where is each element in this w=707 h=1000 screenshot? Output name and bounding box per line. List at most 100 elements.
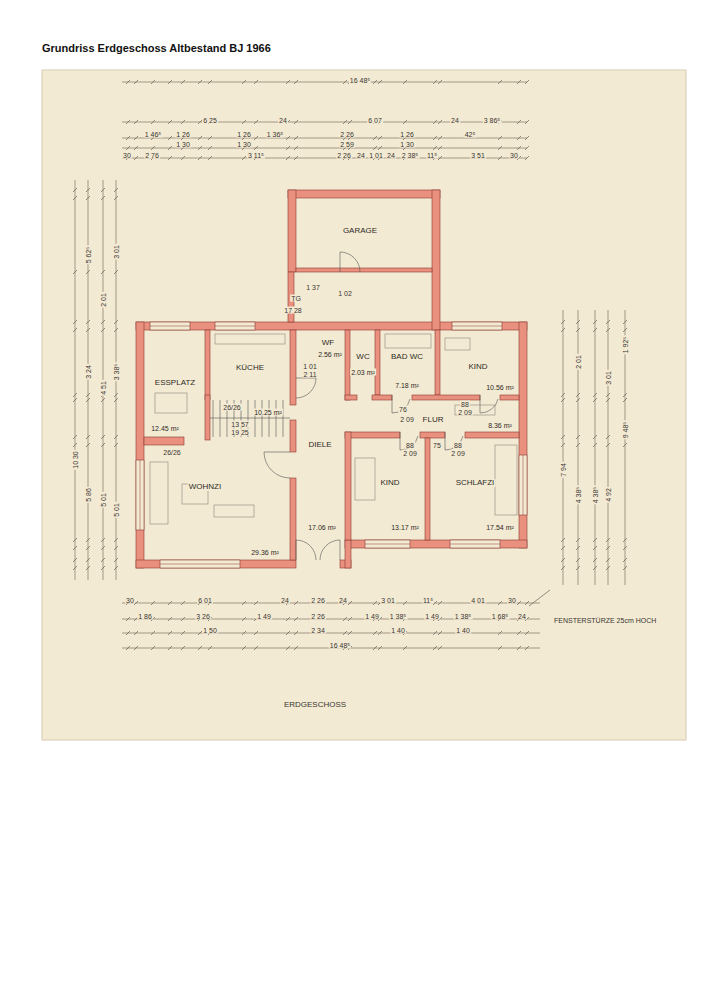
dimension-tick — [576, 538, 580, 542]
dimension-label: 2 26 — [310, 597, 326, 604]
dimension-line — [88, 180, 89, 580]
dimension-tick — [254, 646, 258, 650]
dimension-label: 2 34 — [310, 627, 326, 634]
dimension-tick — [623, 538, 627, 542]
room-name: KÜCHE — [235, 364, 265, 372]
wall — [465, 432, 519, 438]
door-swing — [392, 395, 410, 413]
dimension-tick — [576, 435, 580, 439]
dimension-tick — [576, 443, 580, 447]
room-area: 10.25 m² — [253, 409, 283, 416]
dimension-tick — [151, 601, 155, 605]
dimension-label: 1 46⁵ — [144, 131, 163, 138]
dimension-tick — [403, 80, 407, 84]
room-area: 29.36 m² — [250, 549, 280, 556]
dimension-label: 1 30 — [399, 141, 415, 148]
dimension-tick — [114, 566, 118, 570]
dimension-tick — [86, 328, 90, 332]
dimension-line — [563, 310, 564, 585]
dimension-label: 1 40 — [455, 627, 471, 634]
dimension-label: 30 — [125, 597, 135, 604]
dimension-tick — [593, 558, 597, 562]
dimension-tick — [576, 393, 580, 397]
dimension-label: 42⁵ — [464, 131, 477, 138]
wall — [420, 432, 445, 438]
dimension-label: 6 25 — [202, 117, 218, 124]
wall — [372, 395, 392, 400]
dimension-tick — [576, 566, 580, 570]
dimension-tick — [101, 196, 105, 200]
dimension-label: 24 — [356, 152, 366, 159]
wall — [288, 190, 440, 198]
room-box: ESSPLATZ12.45 m² — [144, 330, 205, 437]
dimension-tick — [623, 443, 627, 447]
furniture-outline — [385, 334, 431, 348]
dimension-label: 2 09 — [457, 409, 473, 416]
note-text: FENSTERSTÜRZE 25cm HOCH — [553, 617, 657, 624]
dimension-tick — [181, 631, 185, 635]
door-swing — [480, 395, 498, 413]
dimension-tick — [433, 646, 437, 650]
dimension-tick — [561, 393, 565, 397]
dimension-tick — [168, 617, 172, 621]
dimension-label: 24 — [450, 117, 460, 124]
dimension-tick — [378, 631, 382, 635]
dimension-label: 30 — [122, 152, 132, 159]
window-pane — [365, 544, 410, 545]
dimension-tick — [286, 136, 290, 140]
room-area: 8.36 m² — [487, 422, 513, 429]
dimension-tick — [181, 120, 185, 124]
dimension-tick — [73, 320, 77, 324]
dimension-tick — [86, 188, 90, 192]
dimension-tick — [294, 136, 298, 140]
page-title: Grundriss Erdgeschoss Altbestand BJ 1966 — [42, 42, 271, 54]
dimension-tick — [561, 546, 565, 550]
dimension-tick — [373, 146, 377, 150]
dimension-tick — [373, 631, 377, 635]
dimension-label: 24 — [280, 597, 290, 604]
dimension-label: 1 26 — [236, 131, 252, 138]
dimension-tick — [134, 80, 138, 84]
dimension-tick — [343, 120, 347, 124]
dimension-label: 3 38⁵ — [113, 363, 120, 382]
dimension-label: 1 38⁵ — [454, 613, 473, 620]
furniture-outline — [214, 505, 254, 517]
dimension-tick — [606, 566, 610, 570]
dimension-label: 2 09 — [450, 450, 466, 457]
dimension-label: 1 30 — [175, 141, 191, 148]
dimension-label: 75 — [432, 442, 442, 449]
dimension-tick — [438, 136, 442, 140]
dimension-label: 3 11⁵ — [247, 152, 265, 159]
dimension-label: 88 — [405, 442, 415, 449]
dimension-label: 1 01 — [368, 152, 384, 159]
dimension-label: 7 94 — [560, 462, 567, 478]
dimension-tick — [403, 120, 407, 124]
dimension-tick — [498, 146, 502, 150]
dimension-tick — [517, 646, 521, 650]
dimension-tick — [561, 566, 565, 570]
room-area: 2.56 m² — [317, 351, 343, 358]
dimension-tick — [623, 398, 627, 402]
dimension-tick — [498, 80, 502, 84]
dimension-tick — [86, 196, 90, 200]
wall — [205, 330, 210, 400]
wall — [290, 420, 296, 452]
room-box: KÜCHE 10.25 m² — [210, 330, 290, 437]
dimension-label: 24 — [338, 597, 348, 604]
dimension-tick — [181, 156, 185, 160]
dimension-tick — [623, 328, 627, 332]
dimension-label: 1 26 — [175, 131, 191, 138]
room-name: BAD WC — [390, 353, 424, 361]
dimension-tick — [198, 156, 202, 160]
dimension-tick — [517, 631, 521, 635]
dimension-tick — [134, 156, 138, 160]
furniture-outline — [155, 393, 187, 413]
dimension-tick — [517, 146, 521, 150]
dimension-tick — [198, 136, 202, 140]
dimension-tick — [134, 120, 138, 124]
dimension-line — [578, 310, 579, 585]
dimension-tick — [561, 320, 565, 324]
dimension-tick — [198, 646, 202, 650]
dimension-label: 19 25 — [230, 429, 250, 436]
dimension-tick — [86, 435, 90, 439]
